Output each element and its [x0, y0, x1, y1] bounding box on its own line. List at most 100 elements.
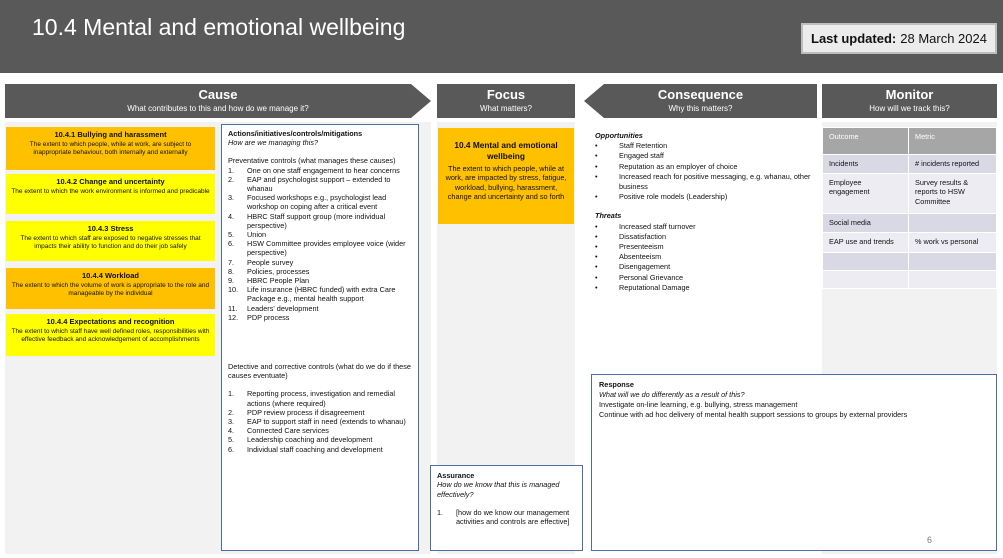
preventative-list: 1.One on one staff engagement to hear co…	[228, 166, 412, 322]
cause-item-title: 10.4.4 Expectations and recognition	[46, 317, 175, 326]
table-row: Employee engagement Survey results & rep…	[822, 172, 997, 214]
focus-box: 10.4 Mental and emotional wellbeing The …	[438, 128, 574, 224]
list-item: •Personal Grievance	[595, 272, 684, 282]
table-cell-metric	[908, 251, 997, 271]
list-item: •Positive role models (Leadership)	[595, 192, 728, 202]
list-item: 3.Focused workshops e.g., psychologist l…	[228, 193, 387, 212]
table-cell-outcome: Social media	[822, 212, 909, 233]
list-item: 3.EAP to support staff in need (extends …	[228, 417, 406, 427]
table-cell-outcome: Incidents	[822, 154, 909, 174]
last-updated-box: Last updated: 28 March 2024	[801, 23, 997, 54]
table-row: Social media	[822, 212, 997, 233]
assurance-list: 1.[how do we know our management activit…	[437, 508, 576, 527]
focus-band: Focus What matters?	[437, 84, 575, 118]
cause-item-title: 10.4.4 Workload	[82, 271, 139, 280]
preventative-heading: Preventative controls (what manages thes…	[228, 156, 396, 166]
table-row	[822, 269, 997, 289]
list-item: 6.HSW Committee provides employee voice …	[228, 239, 406, 258]
threats-list: •Increased staff turnover •Dissatisfacti…	[595, 222, 815, 293]
list-item: 1.[how do we know our management activit…	[437, 507, 570, 527]
table-row: EAP use and trends % work vs personal	[822, 231, 997, 253]
threats-heading: Threats	[595, 211, 622, 221]
consequence-content: Opportunities •Staff Retention •Engaged …	[595, 131, 815, 293]
list-item: 9.HBRC People Plan	[228, 276, 310, 286]
last-updated-value: 28 March 2024	[900, 31, 987, 46]
cause-item-title: 10.4.3 Stress	[87, 224, 134, 233]
list-item: •Increased reach for positive messaging,…	[595, 171, 811, 192]
list-item: •Dissatisfaction	[595, 231, 667, 241]
detective-list: 1.Reporting process, investigation and r…	[228, 389, 412, 453]
cause-item-workload: 10.4.4 Workload The extent to which the …	[6, 268, 215, 309]
table-cell-metric: # incidents reported	[908, 154, 997, 174]
cause-item-desc: The extent to which staff are exposed to…	[20, 235, 201, 250]
column-header-outcome: Outcome	[822, 127, 909, 155]
assurance-subheading: How do we know that this is managed effe…	[437, 480, 560, 499]
table-cell-outcome: EAP use and trends	[822, 231, 909, 253]
cause-item-title: 10.4.2 Change and uncertainty	[56, 177, 165, 186]
list-item: 1.One on one staff engagement to hear co…	[228, 165, 400, 175]
consequence-band: Consequence Why this matters?	[584, 84, 817, 118]
actions-heading: Actions/initiatives/controls/mitigations	[228, 129, 363, 138]
list-item: 11.Leaders' development	[228, 303, 319, 313]
cause-item-stress: 10.4.3 Stress The extent to which staff …	[6, 221, 215, 261]
cause-item-expectations: 10.4.4 Expectations and recognition The …	[6, 314, 215, 356]
list-item: •Presenteeism	[595, 242, 664, 252]
list-item: 12.PDP process	[228, 312, 290, 322]
list-item: 5.Leadership coaching and development	[228, 435, 373, 445]
table-cell-metric	[908, 269, 997, 289]
monitor-band-title: Monitor	[885, 87, 934, 102]
list-item: 1.Reporting process, investigation and r…	[228, 389, 396, 408]
opportunities-heading: Opportunities	[595, 131, 643, 140]
monitor-table-header: Outcome Metric	[822, 127, 997, 155]
monitor-band: Monitor How will we track this?	[822, 84, 997, 118]
table-row	[822, 251, 997, 271]
focus-desc: The extent to which people, while at wor…	[445, 164, 567, 201]
list-item: •Absenteeism	[595, 252, 662, 262]
list-item: •Engaged staff	[595, 151, 664, 161]
list-item: 4.HBRC Staff support group (more individ…	[228, 211, 386, 230]
cause-item-bullying: 10.4.1 Bullying and harassment The exten…	[6, 127, 215, 170]
list-item: •Disengagement	[595, 262, 671, 272]
response-heading: Response	[599, 380, 634, 389]
assurance-box: Assurance How do we know that this is ma…	[430, 465, 583, 551]
table-cell-outcome: Employee engagement	[822, 172, 909, 214]
list-item: 10.Life insurance (HBRC funded) with ext…	[228, 285, 396, 304]
cause-item-desc: The extent to which the volume of work i…	[11, 282, 210, 297]
cause-item-desc: The extent to which people, while at wor…	[29, 141, 192, 156]
detective-heading: Detective and corrective controls (what …	[228, 362, 411, 381]
monitor-table: Outcome Metric Incidents # incidents rep…	[822, 127, 997, 289]
list-item: 2.PDP review process if disagreement	[228, 407, 365, 417]
actions-subheading: How are we managing this?	[228, 138, 319, 148]
list-item: 4.Connected Care services	[228, 426, 329, 436]
cause-band-subtitle: What contributes to this and how do we m…	[127, 104, 309, 113]
response-subheading: What will we do differently as a result …	[599, 390, 745, 399]
page-number: 6	[927, 535, 933, 545]
focus-title: 10.4 Mental and emotional wellbeing	[454, 140, 558, 161]
cause-item-desc: The extent to which staff have well defi…	[11, 328, 210, 343]
consequence-band-title: Consequence	[657, 87, 744, 102]
column-header-metric: Metric	[908, 127, 997, 155]
monitor-band-subtitle: How will we track this?	[869, 104, 950, 113]
table-cell-metric: % work vs personal	[908, 231, 997, 253]
response-line: Continue with ad hoc delivery of mental …	[599, 410, 908, 419]
consequence-band-subtitle: Why this matters?	[668, 104, 733, 113]
focus-band-subtitle: What matters?	[479, 104, 532, 113]
table-cell-outcome	[822, 269, 909, 289]
list-item: 2.EAP and psychologist support – extende…	[228, 174, 391, 194]
cause-band-title: Cause	[198, 87, 238, 102]
table-cell-metric: Survey results & reports to HSW Committe…	[908, 172, 997, 214]
opportunities-list: •Staff Retention •Engaged staff •Reputat…	[595, 141, 815, 202]
response-line: Investigate on-line learning, e.g. bully…	[599, 400, 798, 409]
actions-box: Actions/initiatives/controls/mitigations…	[221, 124, 419, 551]
table-cell-metric	[908, 212, 997, 233]
list-item: 7.People survey	[228, 257, 294, 267]
last-updated-label: Last updated:	[811, 31, 897, 46]
list-item: 5.Union	[228, 230, 267, 240]
table-row: Incidents # incidents reported	[822, 154, 997, 174]
page-title: 10.4 Mental and emotional wellbeing	[32, 14, 406, 40]
list-item: •Reputational Damage	[595, 282, 690, 292]
table-cell-outcome	[822, 251, 909, 271]
list-item: 6.Individual staff coaching and developm…	[228, 444, 383, 454]
cause-item-change: 10.4.2 Change and uncertainty The extent…	[6, 174, 215, 214]
cause-item-title: 10.4.1 Bullying and harassment	[54, 130, 167, 139]
